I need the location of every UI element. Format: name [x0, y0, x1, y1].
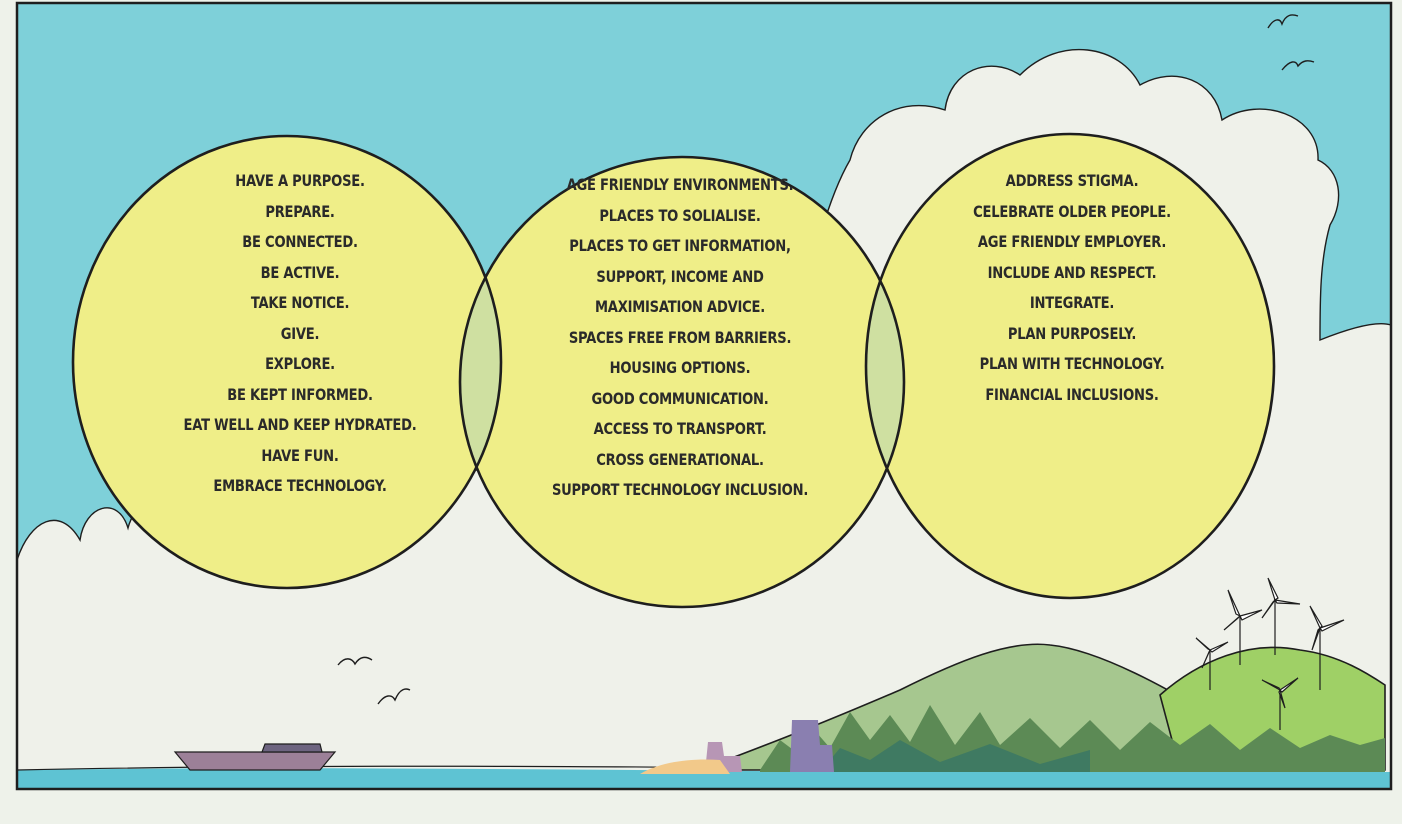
- center-circle: [460, 157, 904, 607]
- sea-icon: [17, 768, 1391, 789]
- list-item: EXPLORE.: [265, 354, 335, 373]
- left-circle: [73, 136, 501, 588]
- boat-icon: [173, 743, 337, 771]
- venn-diagram: [71, 132, 1276, 609]
- list-item: BE CONNECTED.: [242, 232, 358, 251]
- right-circle-list: ADDRESS STIGMA. CELEBRATE OLDER PEOPLE. …: [900, 166, 1244, 410]
- list-item: INTEGRATE.: [1029, 293, 1115, 312]
- list-item: PLACES TO GET INFORMATION,: [569, 236, 791, 255]
- list-item: GOOD COMMUNICATION.: [591, 388, 769, 408]
- list-item: TAKE NOTICE.: [250, 293, 350, 312]
- list-item: SPACES FREE FROM BARRIERS.: [568, 327, 792, 347]
- left-circle-list: HAVE A PURPOSE. PREPARE. BE CONNECTED. B…: [128, 166, 472, 502]
- list-item: HAVE A PURPOSE.: [235, 171, 365, 190]
- list-item: SUPPORT TECHNOLOGY INCLUSION.: [551, 480, 809, 499]
- list-item: SUPPORT, INCOME AND: [596, 266, 764, 286]
- list-item: INCLUDE AND RESPECT.: [987, 262, 1157, 282]
- list-item: HOUSING OPTIONS.: [609, 358, 751, 377]
- list-item: GIVE.: [280, 323, 320, 343]
- list-item: FINANCIAL INCLUSIONS.: [985, 384, 1159, 404]
- list-item: CROSS GENERATIONAL.: [596, 449, 764, 469]
- list-item: ADDRESS STIGMA.: [1005, 171, 1139, 190]
- list-item: EMBRACE TECHNOLOGY.: [213, 476, 387, 495]
- list-item: BE KEPT INFORMED.: [227, 384, 373, 404]
- list-item: ACCESS TO TRANSPORT.: [593, 419, 767, 438]
- list-item: PLAN PURPOSELY.: [1007, 323, 1137, 343]
- list-item: AGE FRIENDLY ENVIRONMENTS.: [566, 175, 794, 194]
- bird-icon: [337, 14, 1315, 705]
- list-item: PLACES TO SOLIALISE.: [599, 205, 761, 225]
- list-item: CELEBRATE OLDER PEOPLE.: [973, 201, 1171, 221]
- list-item: PLAN WITH TECHNOLOGY.: [979, 354, 1165, 373]
- center-circle-list: AGE FRIENDLY ENVIRONMENTS. PLACES TO SOL…: [508, 170, 852, 506]
- list-item: HAVE FUN.: [261, 445, 339, 465]
- right-circle: [866, 134, 1274, 598]
- list-item: MAXIMISATION ADVICE.: [594, 297, 765, 316]
- list-item: BE ACTIVE.: [260, 262, 340, 282]
- wind-turbine-icon: [1195, 577, 1345, 730]
- list-item: PREPARE.: [265, 201, 335, 221]
- list-item: AGE FRIENDLY EMPLOYER.: [977, 232, 1167, 251]
- list-item: EAT WELL AND KEEP HYDRATED.: [183, 415, 417, 434]
- illustration-frame: [15, 1, 1393, 791]
